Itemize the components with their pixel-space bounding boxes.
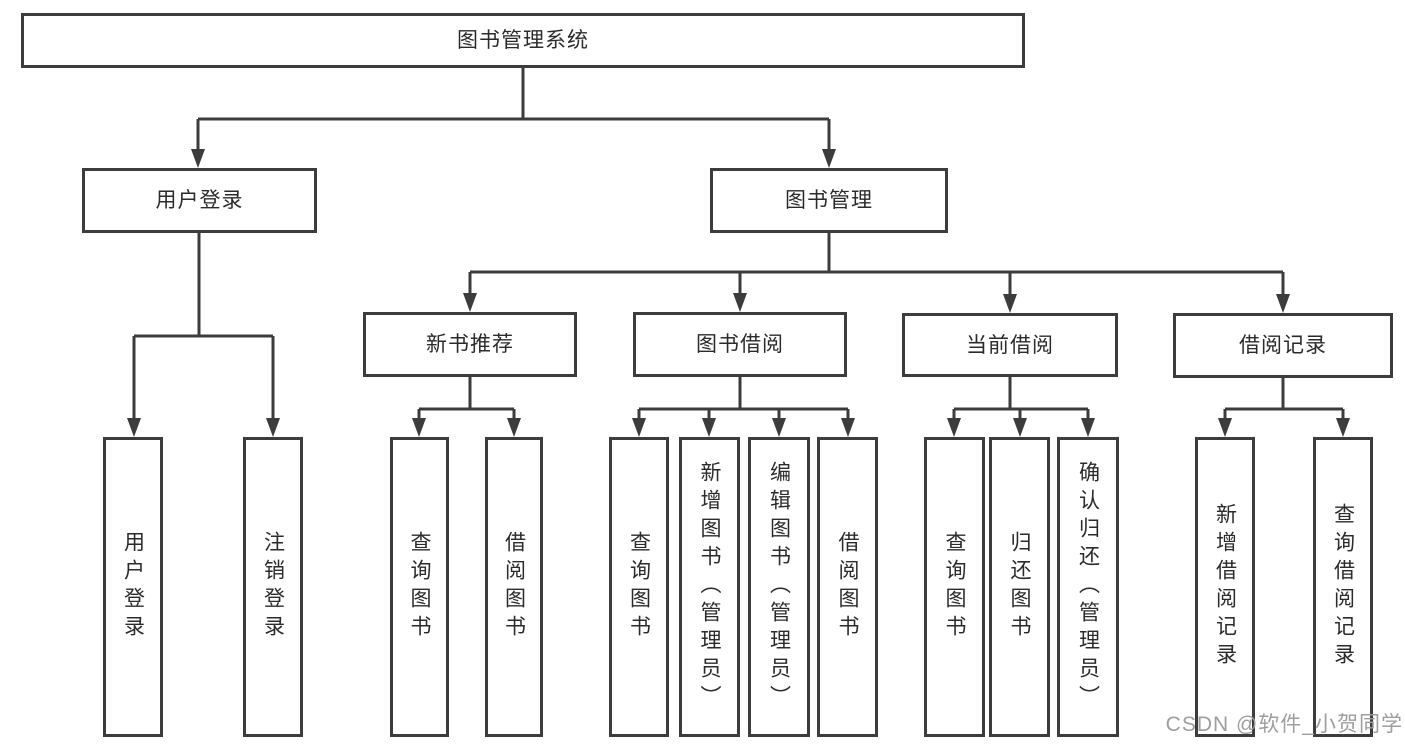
node-leaf-query-book-recommend: 查询图书 — [390, 437, 449, 737]
node-label: 图书管理 — [785, 189, 873, 212]
node-label: 查询图书 — [943, 531, 966, 643]
arrowhead-icons — [127, 149, 1350, 437]
node-label: 编辑图书（管理员） — [767, 461, 791, 713]
node-leaf-edit-book-admin: 编辑图书（管理员） — [748, 437, 810, 737]
node-label: 用户登录 — [121, 531, 145, 643]
node-label: 新书推荐 — [426, 333, 514, 356]
node-user-login: 用户登录 — [82, 168, 317, 233]
node-leaf-borrow-book: 借阅图书 — [817, 437, 878, 737]
node-label: 图书借阅 — [696, 333, 784, 356]
node-leaf-user-login: 用户登录 — [103, 437, 163, 737]
node-leaf-add-borrow-record: 新增借阅记录 — [1195, 437, 1255, 737]
node-label: 借阅记录 — [1239, 334, 1327, 357]
node-book-management: 图书管理 — [710, 168, 948, 233]
node-label: 当前借阅 — [966, 333, 1054, 357]
node-leaf-query-borrow-record: 查询借阅记录 — [1313, 437, 1373, 737]
node-label: 归还图书 — [1008, 531, 1031, 643]
node-current-borrowing: 当前借阅 — [902, 313, 1118, 377]
csdn-watermark: CSDN @软件_小贺同学 — [1165, 713, 1403, 736]
node-label: 查询图书 — [627, 531, 651, 643]
node-label: 用户登录 — [155, 189, 244, 212]
node-label: 图书管理系统 — [457, 29, 589, 52]
node-leaf-query-book-current: 查询图书 — [924, 437, 985, 737]
node-leaf-borrow-book-recommend: 借阅图书 — [485, 437, 543, 737]
node-new-book-recommend: 新书推荐 — [363, 312, 577, 377]
node-leaf-confirm-return-admin: 确认归还（管理员） — [1057, 437, 1119, 737]
node-label: 借阅图书 — [502, 531, 526, 643]
node-label: 确认归还（管理员） — [1076, 461, 1100, 713]
node-leaf-add-book-admin: 新增图书（管理员） — [679, 437, 740, 737]
node-label: 注销登录 — [261, 531, 285, 643]
node-book-borrowing: 图书借阅 — [633, 312, 847, 377]
node-label: 借阅图书 — [836, 531, 859, 643]
node-leaf-query-book-borrowing: 查询图书 — [609, 437, 669, 737]
node-label: 新增借阅记录 — [1213, 503, 1237, 671]
node-library-system: 图书管理系统 — [21, 13, 1025, 68]
node-leaf-logout: 注销登录 — [243, 437, 303, 737]
node-label: 查询图书 — [408, 531, 431, 643]
node-label: 新增图书（管理员） — [698, 461, 721, 713]
node-borrow-records: 借阅记录 — [1173, 313, 1393, 378]
node-label: 查询借阅记录 — [1331, 503, 1355, 671]
node-leaf-return-book: 归还图书 — [989, 437, 1050, 737]
